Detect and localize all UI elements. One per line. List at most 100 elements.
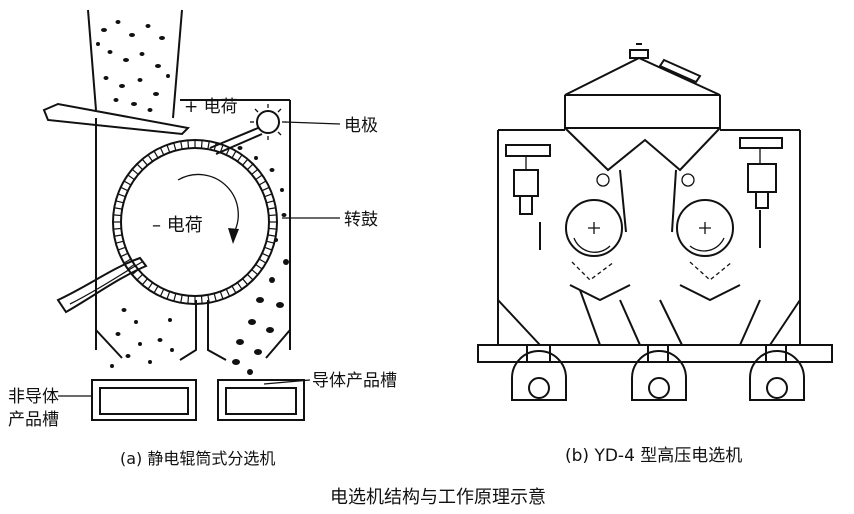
drum-segment-tick [173,293,177,302]
drum-segment-tick [113,227,122,230]
right-electrode [681,173,695,187]
drum-segment-tick [117,193,126,198]
hopper-body [564,95,721,129]
drum-segment-tick [114,207,123,210]
frame [497,129,801,345]
outlet-pipes [526,345,787,362]
drum-segment-tick [200,140,203,149]
drum-segment-tick [268,214,277,217]
feed-chute [42,102,191,136]
drum-segment-tick [159,147,165,156]
drum-segment-tick [141,158,148,166]
figure-a: + 电荷 电极 – 电荷 转鼓 导体产品槽 非导体 产品槽 (a) 静电辊筒式分… [8,9,397,468]
drum-segment-tick [266,240,275,244]
caption-a: (a) 静电辊筒式分选机 [120,449,275,468]
right-mechanism [739,137,783,209]
hopper-roof [564,56,721,96]
hopper-vent [658,58,702,84]
drum-segment-tick [246,163,254,171]
side-plates [539,210,761,250]
drum-segment-tick [187,140,190,149]
drum-segment-tick [131,168,139,175]
roller-splitters [571,261,733,281]
electrode-bar [209,127,263,155]
drum-segment-tick [115,240,124,244]
drum-segment-tick [264,246,273,251]
drum-segment-tick [255,263,263,270]
drum-segment-tick [246,273,254,281]
drum-segment-tick [207,141,210,150]
nonconductor-trough-label-2: 产品槽 [8,410,59,430]
drum-segment-tick [251,168,259,175]
drum-segment-tick [242,278,249,286]
base-beam [477,344,833,363]
drum-segment-tick [120,186,129,192]
drum-segment-tick [136,163,144,171]
drum-segment-tick [267,234,276,237]
left-roller [565,199,623,257]
drum-segment-tick [166,291,171,300]
drum-segment-tick [166,144,171,153]
drum-segment-tick [115,200,124,204]
right-roller-axis [699,222,711,234]
drum-segment-tick [180,294,183,303]
left-roller-arrow [573,237,611,253]
drum-segment-tick [120,252,129,258]
housing-walls [95,100,291,350]
drum-segment-tick [268,227,277,230]
drum-label: 转鼓 [344,210,378,230]
drum-segment-tick [251,269,259,276]
outlet-1 [511,350,567,401]
drum-segments [113,140,277,304]
scraper-chute [56,256,148,314]
drum-segment-tick [236,282,243,290]
drum-segment-tick [147,282,154,290]
drum-segment-tick [153,150,159,159]
main-caption: 电选机结构与工作原理示意 [330,487,546,508]
drum-segment-tick [123,180,132,186]
drum-segment-tick [200,295,203,304]
drum-segment-tick [242,158,249,166]
drum-segment-tick [173,142,177,151]
left-roller-axis [588,222,600,234]
electrode-label: 电极 [344,116,378,136]
drum-segment-tick [266,200,275,204]
figure-b: (b) YD-4 型高压电选机 [477,43,833,466]
center-plates [619,169,677,233]
drum-segment-tick [258,258,267,264]
drum-segment-tick [127,263,135,270]
electrode-rays [250,104,286,140]
falling-particles [110,146,289,375]
drum-segment-tick [219,291,224,300]
drum-segment-tick [255,174,263,181]
outlet-3 [749,350,805,401]
drum-segment-tick [187,295,190,304]
feed-hopper [87,9,183,119]
drum-segment-tick [213,293,217,302]
left-mechanism [505,144,551,215]
minus-charge-label: – 电荷 [152,215,203,236]
drum-segment-tick [114,234,123,237]
drum-segment-tick [147,154,154,162]
conductor-trough-label: 导体产品槽 [312,371,397,391]
drum-segment-tick [231,150,237,159]
conductor-leader [263,379,311,385]
drum-segment-tick [153,285,159,294]
drum-segment-tick [159,288,165,297]
scraper-inner [69,261,143,305]
non-conductor-trough [91,379,197,421]
hopper-particles [96,20,170,112]
nonconductor-trough-label-1: 非导体 [8,387,59,407]
electrode-leader [284,121,341,125]
right-roller [676,199,734,257]
drum-segment-tick [113,214,122,217]
lower-funnels [497,289,801,346]
drum-segment-tick [141,278,148,286]
collection-funnels [95,300,291,361]
drum-segment-tick [123,258,132,264]
drum-segment-tick [261,252,270,258]
drum-segment-tick [231,285,237,294]
drum-segment-tick [267,207,276,210]
